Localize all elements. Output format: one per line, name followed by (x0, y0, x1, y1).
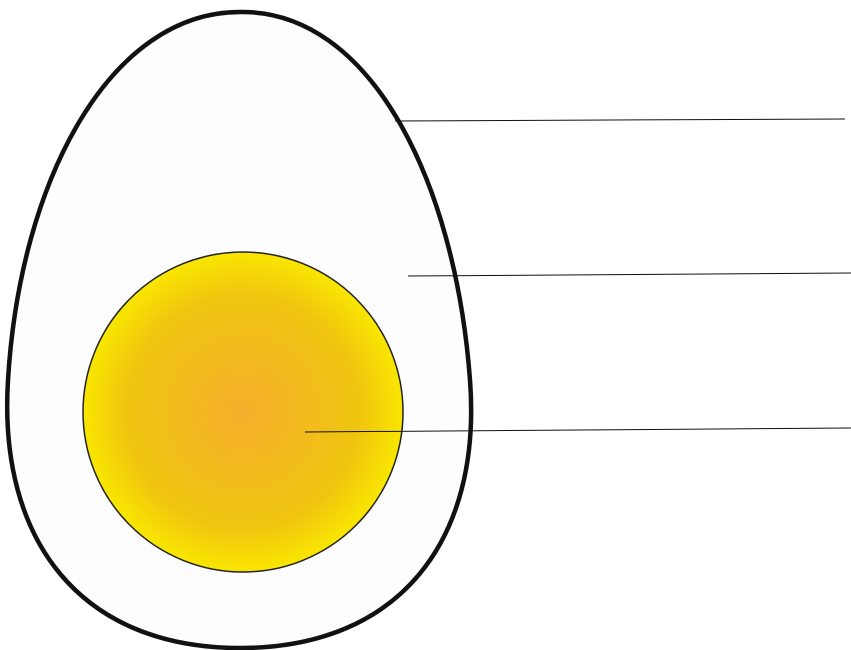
egg-yolk (83, 252, 403, 572)
